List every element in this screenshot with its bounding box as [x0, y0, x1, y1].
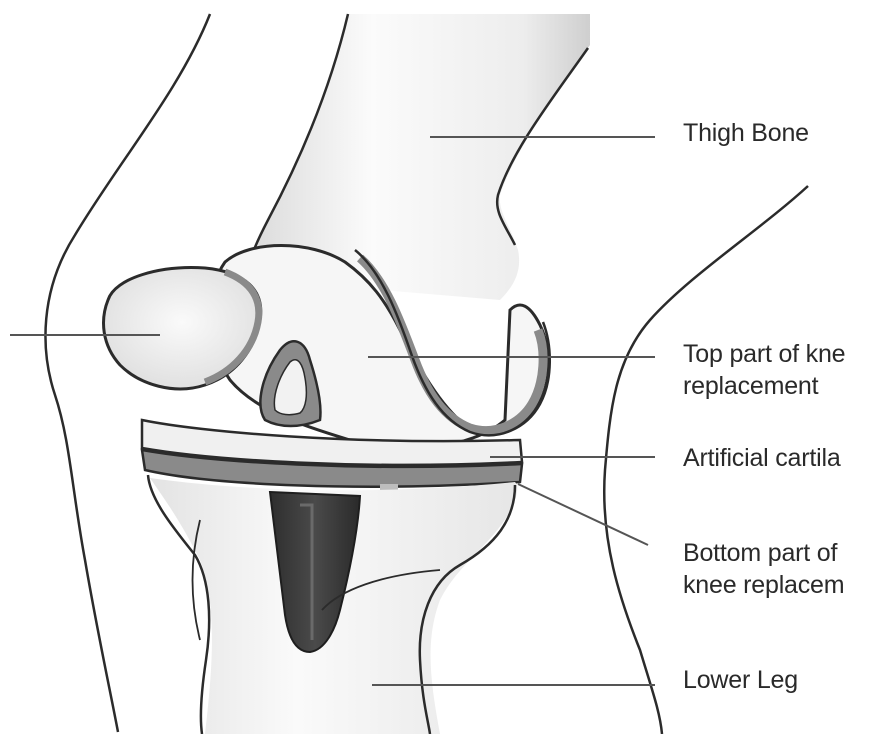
label-top-part-line2: replacement [683, 370, 845, 402]
label-top-part: Top part of kne replacement [683, 338, 845, 402]
label-thigh-bone: Thigh Bone [683, 117, 809, 149]
label-artificial-cartilage: Artificial cartila [683, 442, 841, 474]
label-thigh-bone-text: Thigh Bone [683, 117, 809, 149]
label-lower-leg: Lower Leg [683, 664, 798, 696]
label-artificial-cartilage-text: Artificial cartila [683, 442, 841, 474]
label-bottom-part: Bottom part of knee replacem [683, 537, 844, 601]
label-bottom-part-line2: knee replacem [683, 569, 844, 601]
label-lower-leg-text: Lower Leg [683, 664, 798, 696]
label-top-part-line1: Top part of kne [683, 338, 845, 370]
leader-bottom-part [518, 484, 648, 545]
label-bottom-part-line1: Bottom part of [683, 537, 844, 569]
